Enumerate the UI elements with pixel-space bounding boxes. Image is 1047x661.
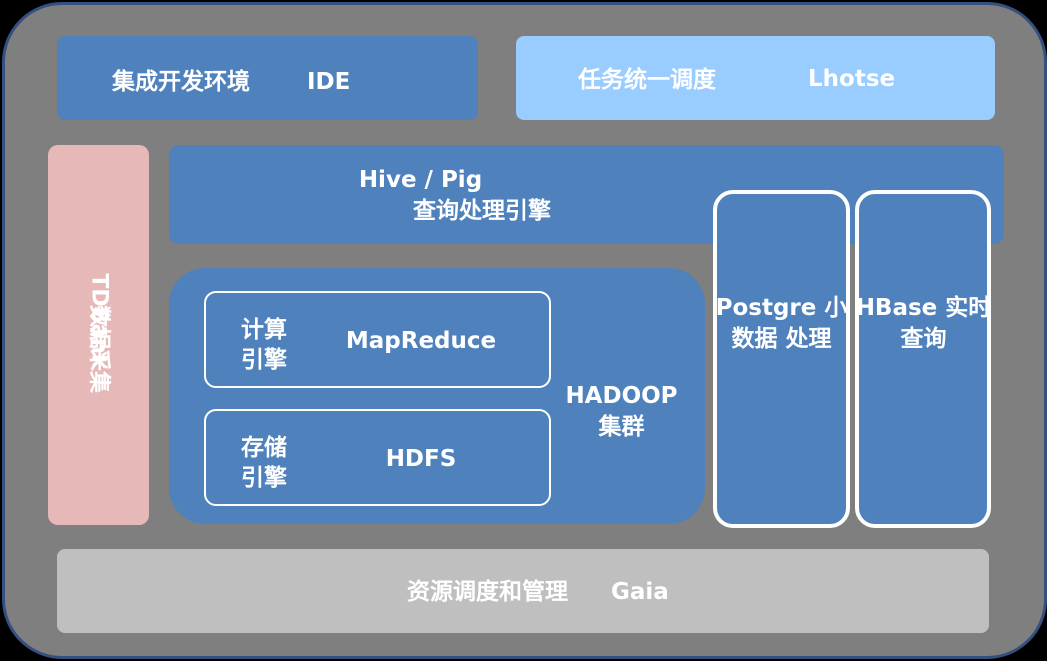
hbase-block: HBase 实时 查询 xyxy=(855,190,991,528)
hive-pig-name: Hive / Pig xyxy=(358,167,483,193)
ide-block: 集成开发环境 IDE xyxy=(57,36,478,120)
lhotse-name: Lhotse xyxy=(808,66,896,92)
lhotse-block: 任务统一调度 Lhotse xyxy=(516,36,995,120)
hadoop-label: HADOOP 集群 xyxy=(565,383,678,440)
hadoop-cluster-block: 计算引擎 MapReduce 存储引擎 HDFS HADOOP 集群 xyxy=(169,268,705,524)
hbase-label: HBase 实时 查询 xyxy=(855,295,992,352)
mapreduce-name: MapReduce xyxy=(345,328,497,354)
hdfs-box: 存储引擎 HDFS xyxy=(204,409,551,506)
hdfs-label: 存储引擎 xyxy=(241,435,287,491)
ide-name: IDE xyxy=(307,69,351,95)
hdfs-name: HDFS xyxy=(385,446,457,472)
gaia-block: 资源调度和管理 Gaia xyxy=(57,549,989,633)
tdbank-block: TDBank 数据采集 xyxy=(48,145,149,525)
postgre-label: Postgre 小数据 处理 xyxy=(715,295,848,352)
tdbank-label: 数据采集 xyxy=(86,304,112,394)
mapreduce-box: 计算引擎 MapReduce xyxy=(204,291,551,388)
gaia-label: 资源调度和管理 xyxy=(407,579,568,605)
gaia-name: Gaia xyxy=(611,579,669,605)
postgre-block: Postgre 小数据 处理 xyxy=(713,190,850,528)
lhotse-label: 任务统一调度 xyxy=(578,67,716,93)
mapreduce-label: 计算引擎 xyxy=(241,317,287,373)
hive-pig-label: 查询处理引擎 xyxy=(413,198,551,224)
hive-pig-block: Hive / Pig 查询处理引擎 xyxy=(169,145,1004,244)
ide-label: 集成开发环境 xyxy=(112,69,250,95)
